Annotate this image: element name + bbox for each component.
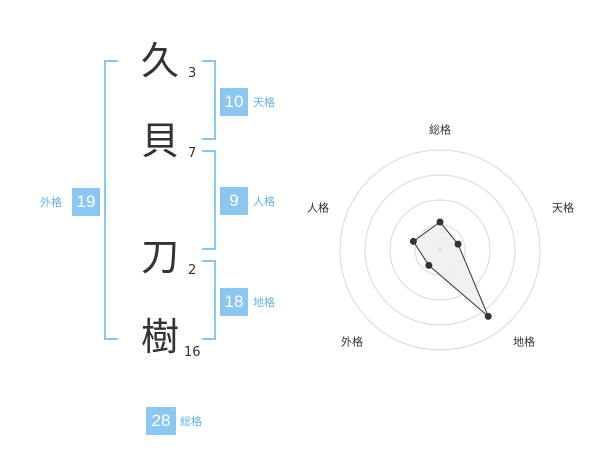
- tenkaku-bracket: [202, 60, 216, 140]
- tenkaku-badge: 10: [220, 88, 248, 116]
- radar-axis-label-gaikaku: 外格: [341, 335, 363, 349]
- radar-axis-label-tenkaku: 天格: [552, 201, 574, 215]
- radar-polygon: [412, 221, 489, 317]
- chikaku-badge: 18: [220, 288, 248, 316]
- gaikaku-badge: 19: [72, 188, 100, 216]
- stroke-count-2: 7: [188, 146, 197, 161]
- soukaku-label: 総格: [180, 415, 202, 428]
- jinkaku-badge: 9: [220, 187, 248, 215]
- jinkaku-bracket: [202, 150, 216, 250]
- name-char-1: 久: [140, 39, 179, 83]
- radar-point-1: [436, 218, 444, 226]
- name-char-3: 刀: [140, 235, 179, 279]
- chikaku-label: 地格: [253, 296, 275, 309]
- stroke-count-1: 3: [188, 66, 197, 81]
- radar-point-3: [484, 312, 492, 320]
- gaikaku-bracket: [104, 60, 118, 340]
- radar-point-4: [425, 261, 433, 269]
- radar-ring-4: [339, 149, 541, 351]
- chikaku-bracket: [202, 260, 216, 340]
- radar-points: [409, 218, 492, 320]
- radar-ring-2: [389, 199, 491, 301]
- radar-axis-label-jinkaku: 人格: [307, 201, 329, 215]
- name-char-2: 貝: [140, 119, 179, 163]
- radar-point-2: [454, 240, 462, 248]
- radar-ring-3: [364, 174, 516, 326]
- gaikaku-label: 外格: [40, 196, 62, 209]
- stroke-count-3: 2: [188, 263, 197, 278]
- stroke-count-4: 16: [184, 345, 201, 360]
- radar-rings: [339, 149, 541, 351]
- radar-axis-label-soukaku: 総格: [429, 123, 451, 137]
- name-char-4: 樹: [140, 315, 179, 359]
- tenkaku-label: 天格: [253, 96, 275, 109]
- radar-point-5: [409, 237, 417, 245]
- soukaku-badge: 28: [146, 407, 176, 435]
- radar-axis-label-chikaku: 地格: [513, 335, 535, 349]
- jinkaku-label: 人格: [253, 195, 275, 208]
